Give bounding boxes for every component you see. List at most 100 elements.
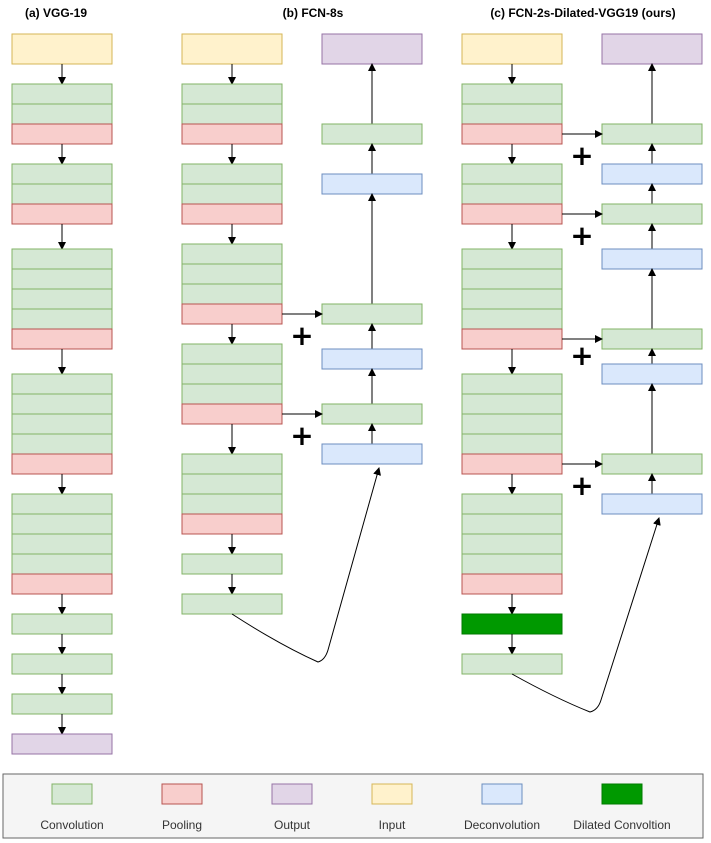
deconv-layer <box>601 363 703 385</box>
pool-layer <box>461 573 563 595</box>
vgg-stage-1 <box>11 83 113 145</box>
conv-layer <box>11 248 113 270</box>
conv-layer <box>181 383 283 405</box>
deconv-layer <box>601 493 703 515</box>
upsample-connection <box>231 467 381 663</box>
title-vgg19: (a) VGG-19 <box>25 6 87 20</box>
conv-layer <box>181 263 283 285</box>
conv-layer <box>461 393 563 415</box>
conv-layer <box>321 303 423 325</box>
vgg-stage-3 <box>11 248 113 350</box>
legend-label: Output <box>274 818 311 832</box>
conv-layer <box>461 413 563 435</box>
fcn8s-stage-3 <box>181 243 283 325</box>
fc-layer <box>11 653 113 675</box>
conv-layer <box>11 533 113 555</box>
conv-layer <box>601 328 703 350</box>
conv-layer <box>601 453 703 475</box>
conv-layer <box>181 473 283 495</box>
legend-box <box>2 773 704 839</box>
conv-layer <box>461 493 563 515</box>
legend-label: Deconvolution <box>464 818 540 832</box>
conv-layer <box>11 163 113 185</box>
deconv-layer <box>321 443 423 465</box>
conv-layer <box>181 343 283 365</box>
deconvolution-swatch <box>481 783 523 805</box>
conv-layer <box>11 553 113 575</box>
legend-label: Pooling <box>162 818 202 832</box>
input-block <box>181 33 283 65</box>
fcn2s-stage-4 <box>461 373 563 475</box>
fcn2s-stage-3 <box>461 248 563 350</box>
deconv-layer <box>601 163 703 185</box>
dilated-convolution-swatch <box>601 783 643 805</box>
pool-layer <box>11 123 113 145</box>
conv-layer <box>11 103 113 125</box>
conv-layer <box>11 493 113 515</box>
legend-label: Dilated Convoltion <box>573 818 670 832</box>
fcn2s-dilated-network: + + + + <box>461 33 703 713</box>
sum-symbol: + <box>570 339 593 372</box>
conv-layer <box>321 403 423 425</box>
legend-label: Input <box>379 818 406 832</box>
legend-item-dilated-convolution: Dilated Convoltion <box>573 783 671 832</box>
conv-layer <box>461 103 563 125</box>
conv-layer <box>11 393 113 415</box>
conv-layer <box>181 593 283 615</box>
conv-layer <box>181 553 283 575</box>
pool-layer <box>181 513 283 535</box>
legend-item-convolution: Convolution <box>40 783 104 832</box>
conv-layer <box>461 553 563 575</box>
fcn2s-stage-5 <box>461 493 563 595</box>
conv-layer <box>461 268 563 290</box>
conv-layer <box>11 433 113 455</box>
fcn8s-stage-5 <box>181 453 283 535</box>
conv-layer <box>181 243 283 265</box>
legend: Convolution Pooling Output Input Deconvo… <box>2 773 704 839</box>
sum-symbol: + <box>290 419 313 452</box>
conv-layer <box>11 288 113 310</box>
fcn2s-stage-1 <box>461 83 563 145</box>
upsample-connection <box>511 517 661 713</box>
pool-layer <box>461 328 563 350</box>
vgg-stage-5 <box>11 493 113 595</box>
conv-layer <box>11 413 113 435</box>
pool-layer <box>11 328 113 350</box>
output-swatch <box>271 783 313 805</box>
conv-layer <box>461 83 563 105</box>
conv-layer <box>461 513 563 535</box>
sum-symbol: + <box>570 139 593 172</box>
title-fcn8s: (b) FCN-8s <box>283 6 344 20</box>
input-swatch <box>371 783 413 805</box>
conv-layer <box>181 363 283 385</box>
conv-layer <box>11 308 113 330</box>
conv-layer <box>461 308 563 330</box>
conv-layer <box>461 248 563 270</box>
conv-layer <box>461 163 563 185</box>
output-block <box>11 733 113 755</box>
output-block <box>601 33 703 65</box>
pool-layer <box>11 203 113 225</box>
sum-symbol: + <box>290 319 313 352</box>
convolution-swatch <box>51 783 93 805</box>
conv-layer <box>601 203 703 225</box>
vgg19-network <box>11 33 113 755</box>
pool-layer <box>461 123 563 145</box>
fcn8s-network: + + <box>181 33 423 663</box>
pool-layer <box>11 453 113 475</box>
sum-symbol: + <box>570 219 593 252</box>
fc-layer <box>11 613 113 635</box>
dilated-conv-layer <box>461 613 563 635</box>
conv-layer <box>181 183 283 205</box>
conv-layer <box>181 283 283 305</box>
vgg-stage-2 <box>11 163 113 225</box>
conv-layer <box>461 288 563 310</box>
conv-layer <box>11 83 113 105</box>
conv-layer <box>11 183 113 205</box>
fcn8s-stage-1 <box>181 83 283 145</box>
input-block <box>11 33 113 65</box>
pool-layer <box>181 203 283 225</box>
conv-layer <box>181 493 283 515</box>
vgg-stage-4 <box>11 373 113 475</box>
pool-layer <box>11 573 113 595</box>
